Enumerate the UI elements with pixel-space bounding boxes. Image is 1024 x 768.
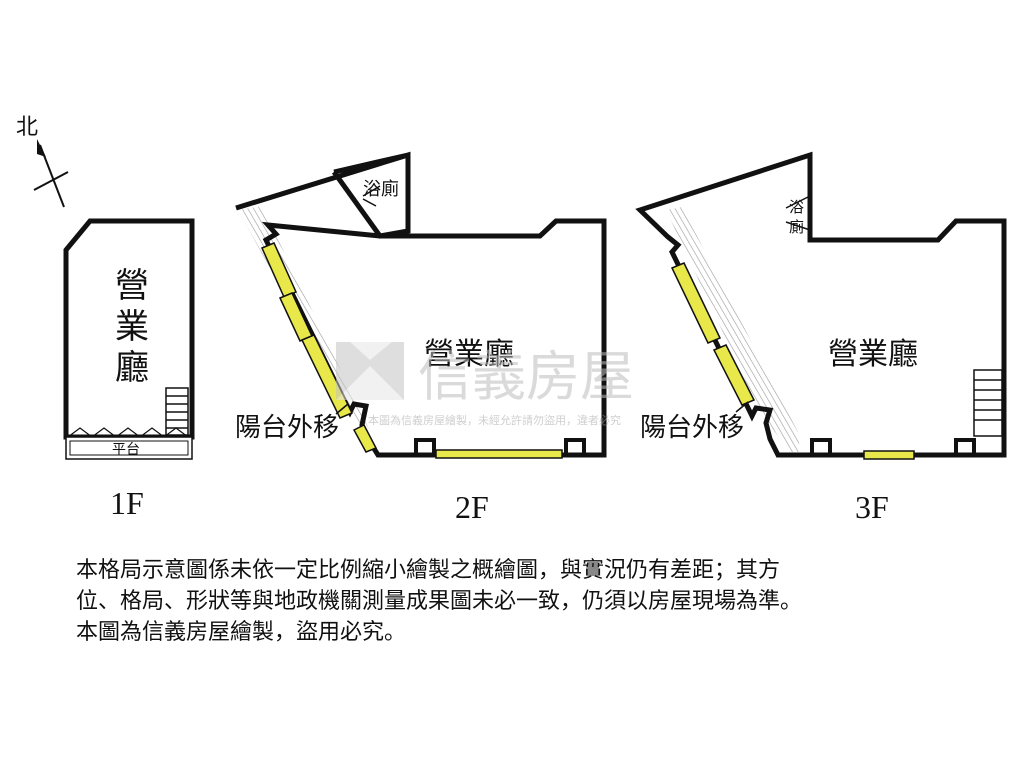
balcony-hatch-3f — [666, 207, 800, 452]
windows-3f — [670, 262, 915, 460]
floor-label-1f: 1F — [110, 485, 144, 521]
bath-label-3f-a: 浴 — [789, 198, 804, 216]
awning-zigzag — [67, 427, 189, 438]
bath-label-2f: 浴廁 — [363, 178, 399, 200]
disclaimer-line-1: 本格局示意圖係未依一定比例縮小繪製之概繪圖，與實況仍有差距；其方 — [76, 558, 781, 583]
platform-label: 平台 — [112, 442, 140, 458]
floor-1f-plan: 平台 營 業 廳 — [63, 218, 195, 460]
bath-door-2f — [362, 185, 381, 207]
disclaimer-line-3: 本圖為信義房屋繪製，盜用必究。 — [76, 620, 407, 645]
room-label-3f: 營業廳 — [828, 337, 918, 372]
brand-watermark: 信義房屋 本圖為信義房屋繪製，未經允許請勿盜用，違者必究 — [336, 342, 634, 427]
disclaimer-note: 本格局示意圖係未依一定比例縮小繪製之概繪圖，與實況仍有差距；其方 位、格局、形狀… — [76, 555, 1006, 648]
north-compass: 北 — [16, 115, 69, 208]
staircase-3f — [973, 369, 1003, 437]
floor-2f-plan: 浴廁 營業廳 陽台外移 — [235, 151, 607, 459]
balcony-label-2f: 陽台外移 — [235, 413, 339, 443]
floor-label-2f: 2F — [455, 489, 489, 525]
balcony-label-3f: 陽台外移 — [640, 413, 744, 443]
watermark-subtext: 本圖為信義房屋繪製，未經允許請勿盜用，違者必究 — [368, 413, 621, 427]
room-label-1f-char2: 業 — [115, 307, 149, 347]
brand-logo-icon — [336, 342, 404, 400]
room-label-1f-char3: 廳 — [115, 348, 149, 388]
room-label-1f-char1: 營 — [115, 266, 149, 306]
platform — [65, 436, 193, 460]
disclaimer-line-2: 位、格局、形狀等與地政機關測量成果圖未必一致，仍須以房屋現場為準。 — [76, 589, 803, 614]
bath-label-3f-b: 廁 — [789, 218, 804, 236]
floor-3f-plan: 浴 廁 營業廳 陽台外移 — [414, 151, 1007, 460]
staircase — [165, 387, 189, 436]
north-label: 北 — [16, 115, 38, 140]
floor-label-3f: 3F — [855, 489, 889, 525]
room-label-2f: 營業廳 — [424, 337, 514, 372]
watermark-brand: 信義房屋 — [418, 345, 634, 408]
